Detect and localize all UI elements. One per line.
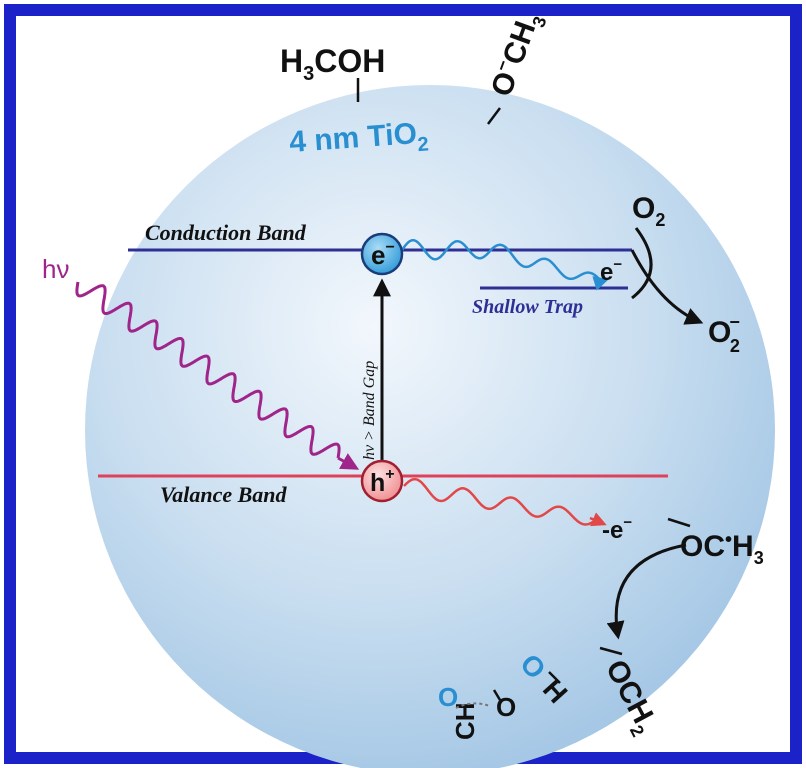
hole-carrier: h+ [360,459,404,503]
hole-migration-wave [403,477,597,526]
methoxide-bond [487,107,501,125]
photon-wave [75,281,341,459]
formaldehyde-bond [599,646,623,656]
oxygen-label: O2 [632,192,665,230]
tio2-nanoparticle [85,85,775,768]
conduction-band-label: Conduction Band [145,220,307,245]
electron-carrier: e− [360,232,404,276]
electron-circle [360,232,404,276]
formate-label: CH [450,702,480,740]
hydroxyl-bond [548,671,561,684]
hole-circle [360,459,404,503]
methoxy-radical-label: OC•H3 [680,529,764,568]
oxidation-arrow [606,543,687,640]
formate-oxygen-right: O [496,692,516,722]
methanol-label: H3COH [280,43,385,85]
superoxide-label: O−2 [708,312,740,356]
trapped-electron-label: e− [600,256,622,286]
electron-label: e− [371,239,395,270]
formate-species: CH [450,702,480,740]
hole-migration-arrowhead [589,512,607,527]
formate-bond [492,689,502,701]
band-gap-label: hν > Band Gap [361,361,378,460]
electron-relaxation-wave [401,239,603,283]
photon-arrowhead [337,453,360,470]
oxygen-reduction-arrow [630,249,704,325]
photon-label: hν [42,254,69,284]
hole-transfer-label: -e− [602,514,632,544]
formate-bridge-bond [455,702,491,709]
oxygen-bond-curve [631,227,653,300]
radical-bond [667,517,691,528]
valence-band-label: Valance Band [160,482,288,507]
electron-relaxation-arrowhead [592,276,609,291]
hole-label: h+ [370,466,395,497]
formate-oxygen-left: O [438,682,458,712]
shallow-trap-label: Shallow Trap [472,296,583,318]
